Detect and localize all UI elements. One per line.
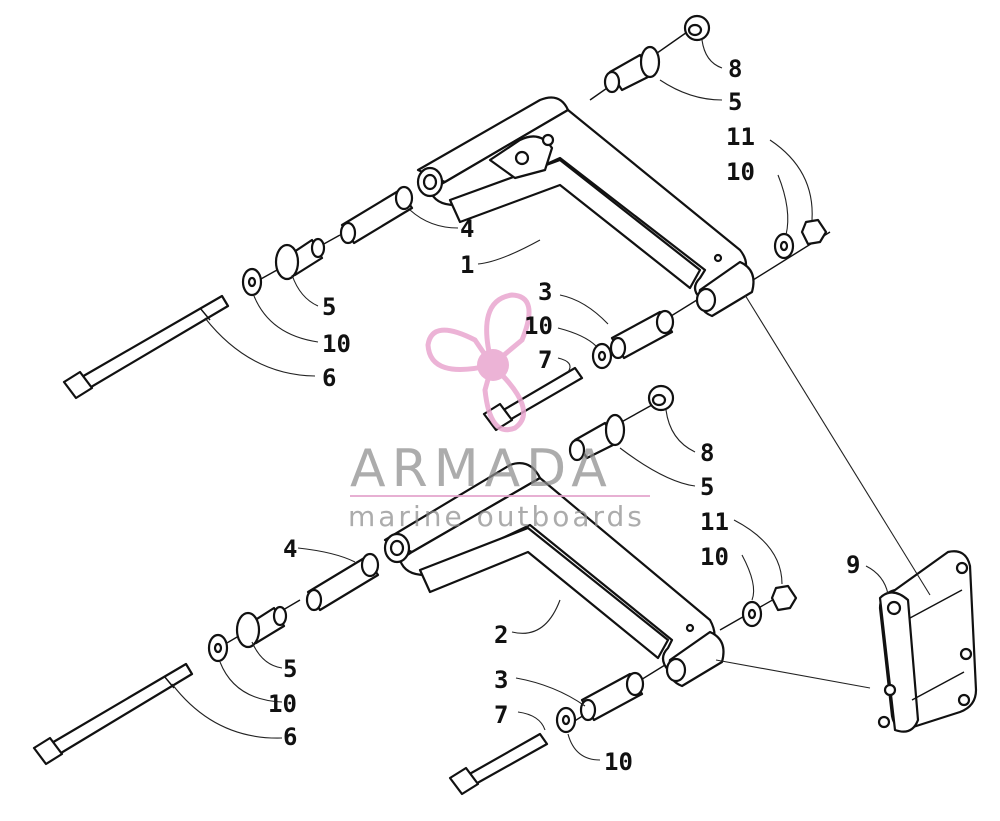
pivot-collar-upper-right bbox=[603, 45, 661, 94]
sleeve-upper-left bbox=[339, 185, 414, 245]
bolt-upper bbox=[62, 294, 230, 400]
leader-lines bbox=[171, 39, 889, 761]
washer-lower-left-hole bbox=[213, 642, 223, 654]
callout-label: 10 bbox=[726, 158, 755, 186]
sleeve-lower-lower bbox=[579, 671, 645, 722]
control-arm-lower bbox=[383, 462, 725, 688]
callout-label: 6 bbox=[283, 723, 297, 751]
ref-line-upper-to-bracket bbox=[744, 294, 931, 596]
nut-upper bbox=[800, 218, 828, 246]
washer-upper-lower-hole bbox=[597, 350, 607, 362]
callout-label: 7 bbox=[494, 701, 508, 729]
callout-label: 5 bbox=[322, 293, 336, 321]
callout-label: 10 bbox=[700, 543, 729, 571]
callout-label: 2 bbox=[494, 621, 508, 649]
pivot-collar-upper-left bbox=[274, 237, 326, 281]
mounting-bracket bbox=[877, 550, 978, 733]
control-arm-upper bbox=[416, 96, 755, 318]
callout-label: 7 bbox=[538, 346, 552, 374]
bolt-upper-short bbox=[482, 366, 584, 432]
cap-lower-hole bbox=[651, 393, 667, 407]
washer-upper-right-hole bbox=[779, 240, 789, 252]
callout-label: 9 bbox=[846, 551, 860, 579]
callout-label: 11 bbox=[700, 508, 729, 536]
callout-label: 5 bbox=[700, 473, 714, 501]
sleeve-lower-left bbox=[305, 552, 380, 612]
callout-label: 10 bbox=[322, 330, 351, 358]
callout-label: 10 bbox=[604, 748, 633, 776]
washer-upper-left-hole bbox=[247, 276, 257, 288]
callout-label: 8 bbox=[728, 55, 742, 83]
callout-label: 6 bbox=[322, 364, 336, 392]
callout-label: 5 bbox=[283, 655, 297, 683]
nut-lower bbox=[770, 584, 798, 612]
pivot-collar-lower-right bbox=[568, 413, 626, 462]
callout-label: 11 bbox=[726, 123, 755, 151]
callout-label: 8 bbox=[700, 439, 714, 467]
upper-assembly bbox=[62, 14, 831, 432]
callout-label: 3 bbox=[494, 666, 508, 694]
watermark-tagline: marine outboards bbox=[348, 500, 645, 533]
callout-labels: 8 5 11 10 4 1 5 10 6 3 10 7 8 5 11 10 9 … bbox=[268, 55, 860, 776]
callout-label: 1 bbox=[460, 251, 474, 279]
washer-lower-right-hole bbox=[747, 608, 757, 620]
bolt-lower-short bbox=[448, 732, 549, 796]
watermark-logo: ARMADA marine outboards bbox=[348, 292, 650, 533]
sleeve-upper-lower bbox=[609, 309, 675, 360]
watermark-brand: ARMADA bbox=[350, 439, 613, 499]
callout-label: 4 bbox=[283, 535, 297, 563]
callout-label: 5 bbox=[728, 88, 742, 116]
bolt-lower bbox=[32, 662, 194, 766]
washer-lower-lower-hole bbox=[561, 714, 571, 726]
propeller-icon bbox=[425, 292, 532, 433]
callout-label: 10 bbox=[268, 690, 297, 718]
lower-assembly bbox=[32, 384, 798, 796]
cap-upper-hole bbox=[687, 23, 703, 37]
ref-line-lower-to-bracket bbox=[715, 659, 871, 689]
pivot-collar-lower-left bbox=[235, 605, 288, 649]
callout-label: 10 bbox=[524, 312, 553, 340]
callout-label: 3 bbox=[538, 278, 552, 306]
callout-label: 4 bbox=[460, 215, 474, 243]
